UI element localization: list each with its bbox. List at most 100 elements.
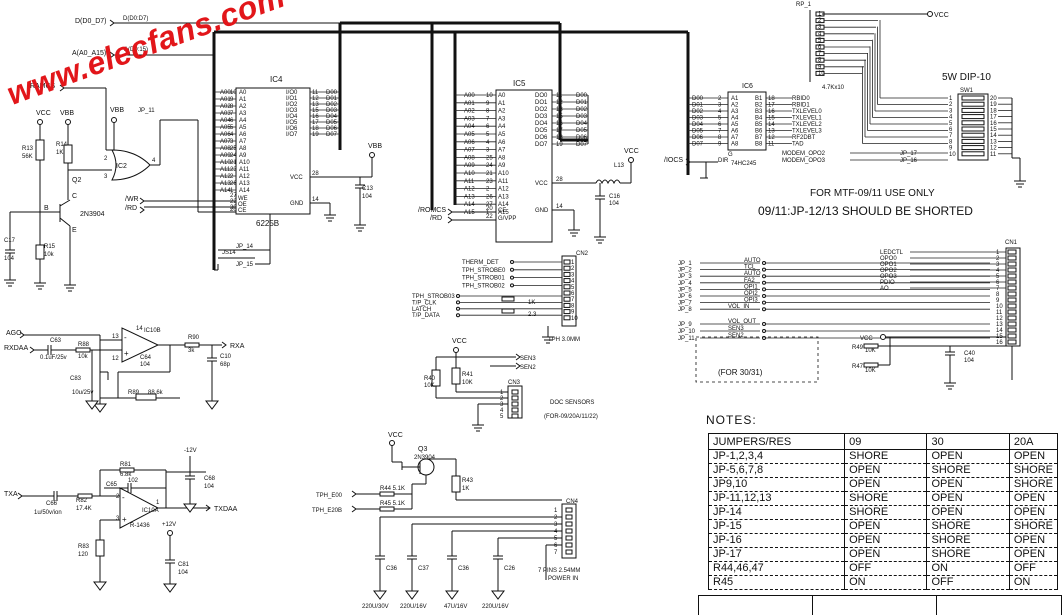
cn4-pin-number: 6 bbox=[554, 543, 558, 549]
cn3-title: CN3 bbox=[508, 380, 521, 386]
resistor-r15 bbox=[35, 244, 45, 260]
signal-arrow bbox=[447, 216, 453, 224]
power-pin bbox=[628, 157, 634, 163]
ic6-signal-label: TAD bbox=[792, 142, 804, 148]
jumper-setting-cell: SHORE bbox=[1008, 519, 1059, 534]
ic6-pin-number: 6 bbox=[718, 122, 722, 128]
cn1-node bbox=[762, 287, 766, 292]
q2-part: 2N3904 bbox=[80, 211, 105, 218]
r47-label: R47 bbox=[852, 364, 864, 370]
cn4-pin-number: 3 bbox=[554, 522, 558, 528]
r88-label: R88 bbox=[78, 342, 90, 348]
ic5-inner-label: A7 bbox=[498, 148, 506, 154]
c10-value: 68p bbox=[220, 362, 231, 368]
jumper-setting-cell: OPEN bbox=[926, 477, 1010, 492]
cn3-sen2: SEN2 bbox=[520, 365, 536, 371]
resistor-r47 bbox=[863, 362, 879, 368]
ic5-left-pin-label: A00 bbox=[464, 93, 475, 99]
ic6-signal-label: RBID0 bbox=[792, 96, 810, 102]
cn1-node bbox=[762, 280, 766, 285]
cn4-signal: TPH_E00 bbox=[316, 493, 343, 499]
rp1-pin: 7 bbox=[818, 51, 822, 57]
cn1-pin bbox=[1007, 321, 1017, 327]
ic4-title: IC4 bbox=[270, 75, 283, 84]
ic6-pin-number: 13 bbox=[768, 129, 775, 135]
data-bus-label: D(D0:D7) bbox=[123, 16, 148, 22]
ic6-inner-label: B5 bbox=[755, 122, 763, 128]
ic6-signal-label: TXLEVEL3 bbox=[792, 129, 822, 135]
rp1-pin: 2 bbox=[818, 18, 822, 24]
vcc-label: VCC bbox=[36, 110, 51, 117]
r83-value: 120 bbox=[78, 552, 89, 558]
cn1-mid-label: OPI3 bbox=[744, 298, 758, 304]
ic4-pin-number: 6 bbox=[230, 118, 234, 124]
collector-label: C bbox=[72, 193, 77, 200]
rp1-pin: 8 bbox=[818, 58, 822, 64]
ic5-left-pin-label: A06 bbox=[464, 140, 475, 146]
ic4-left-pin-label: A08 bbox=[220, 146, 231, 152]
r81-label: R81 bbox=[120, 462, 132, 468]
dip-left-pin: 2 bbox=[949, 102, 953, 108]
ic6-left-pin-label: D03 bbox=[692, 116, 704, 122]
jumper-setting-cell: ON bbox=[926, 561, 1010, 576]
jumper-setting-cell: OFF bbox=[926, 575, 1010, 590]
ic4-control-label: CE bbox=[238, 208, 246, 214]
cn2-signal-label: TPH_STROB03 bbox=[412, 294, 455, 300]
ic4-left-pin-label: A06 bbox=[220, 132, 231, 138]
cn1-left-label: JP_8 bbox=[678, 307, 692, 313]
cn3-pin bbox=[511, 413, 519, 419]
signal-arrow bbox=[17, 492, 23, 500]
ic4-left-pin-label: A14 bbox=[220, 188, 231, 194]
ic5-inner-label: A3 bbox=[498, 116, 506, 122]
ic5-pin-number: 13 bbox=[556, 107, 563, 113]
cn1-right-label: PDIO bbox=[880, 280, 895, 286]
rxdaa-label: RXDAA bbox=[4, 345, 28, 352]
cn1-mid-label: VOL_IN bbox=[728, 304, 749, 310]
ic4-inner-label: A2 bbox=[239, 104, 247, 110]
c17-value: 104 bbox=[4, 256, 15, 262]
cn3-pin-number: 4 bbox=[500, 408, 504, 414]
ic6-pin-number: 2 bbox=[718, 96, 722, 102]
ic6-signal-label: TXLEVEL0 bbox=[792, 109, 822, 115]
cn2-node bbox=[510, 275, 514, 280]
cn4-pin bbox=[565, 528, 573, 534]
cn4-pin bbox=[565, 507, 573, 513]
cn1-mid-label: OPI2 bbox=[744, 291, 758, 297]
ic5-inner-label: DO2 bbox=[535, 107, 548, 113]
ic5-pin-number: 8 bbox=[486, 109, 490, 115]
dip-right-pin: 16 bbox=[990, 121, 997, 127]
modem-jp-label: JP_16 bbox=[900, 158, 918, 164]
ic4-right-pin-label: D01 bbox=[326, 96, 338, 102]
ic6-inner-label: A7 bbox=[731, 135, 739, 141]
ic5-right-pin-label: D07 bbox=[576, 142, 588, 148]
c13-value: 104 bbox=[362, 194, 373, 200]
resistor-r83 bbox=[95, 539, 105, 557]
cn2-res-value: 2.3 bbox=[528, 312, 537, 318]
ic6-control-label: G bbox=[728, 152, 733, 158]
cn2-pin-number: 4 bbox=[571, 279, 575, 285]
ground-symbol bbox=[85, 400, 99, 410]
ic5-vcc-pin: VCC bbox=[535, 181, 548, 187]
cn1-pin-number: 8 bbox=[996, 292, 1000, 298]
jumper-col-header: 20A bbox=[1008, 433, 1059, 450]
ic4-left-pin-label: A02 bbox=[220, 104, 231, 110]
ic5-inner-label: A1 bbox=[498, 101, 506, 107]
cn4-title: CN4 bbox=[566, 499, 579, 505]
dip-left-pin: 4 bbox=[949, 115, 953, 121]
jumper-setting-cell: SHORE bbox=[1008, 477, 1059, 492]
ic4-right-pin-label: D06 bbox=[326, 126, 338, 132]
jumper-setting-cell: OPEN bbox=[1008, 449, 1059, 464]
jumper-setting-cell: ON bbox=[844, 575, 928, 590]
ground-symbol bbox=[205, 400, 219, 410]
c64-value: 104 bbox=[140, 362, 151, 368]
r41-value: 10K bbox=[462, 380, 473, 386]
r49-label: R49 bbox=[852, 345, 864, 351]
ic4-pin-number: 1 bbox=[230, 188, 234, 194]
ic4-vcc-pin: VCC bbox=[290, 175, 303, 181]
cn2-pin bbox=[563, 290, 571, 296]
ic4-pin-number: 26 bbox=[230, 181, 237, 187]
opamp-ic10a bbox=[119, 487, 160, 529]
ic5-inner-label: A4 bbox=[498, 124, 506, 130]
ic4-right-pin-label: D00 bbox=[326, 90, 338, 96]
